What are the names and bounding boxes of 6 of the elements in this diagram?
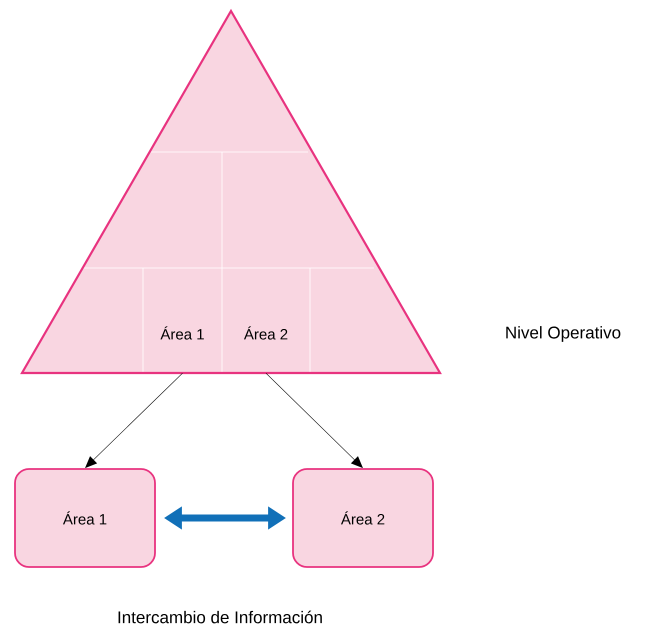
level-label: Nivel Operativo	[506, 326, 620, 342]
area-box: Área 1	[14, 468, 156, 568]
area-box: Área 2	[292, 468, 434, 568]
level-label: Intercambio de Información	[118, 610, 322, 624]
pyramid-cell: Área 2	[244, 326, 288, 340]
pyramid-cell: Área 1	[160, 326, 204, 340]
